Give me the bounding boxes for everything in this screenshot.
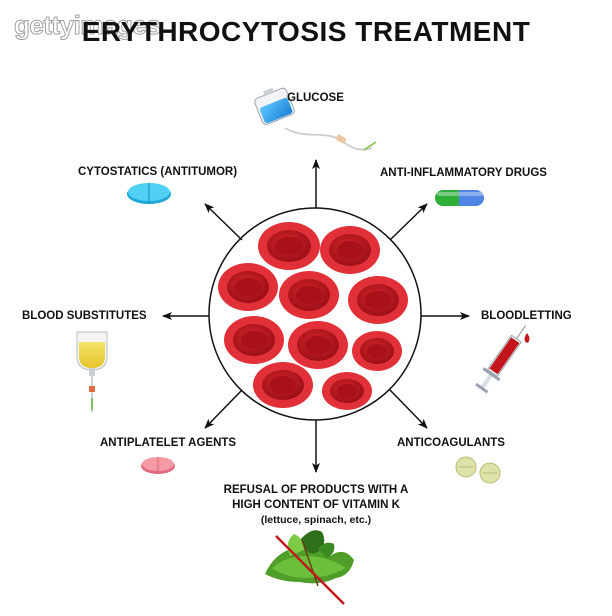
- vitamin-k-line-3: (lettuce, spinach, etc.): [260, 514, 372, 526]
- vitamin-k-line-2: HIGH CONTENT OF VITAMIN K: [232, 499, 400, 511]
- vitamin-k-line-1: REFUSAL OF PRODUCTS WITH A: [223, 484, 409, 496]
- label-cytostatics: CYTOSTATICS (ANTITUMOR): [78, 166, 238, 178]
- arrow-anticoagulants: [389, 389, 428, 429]
- red-blood-cell: [224, 316, 284, 364]
- red-blood-cell: [253, 362, 313, 408]
- iv-drip-chamber: [335, 134, 347, 144]
- label-antiplatelet: ANTIPLATELET AGENTS: [100, 437, 237, 449]
- infusion-bag-icon: [76, 331, 108, 412]
- round-pills-icon: [455, 456, 501, 484]
- red-blood-cell: [322, 372, 372, 410]
- blood-drop: [524, 333, 530, 343]
- red-blood-cell: [218, 263, 278, 311]
- arrow-anti-inflammatory: [389, 203, 428, 241]
- label-blood-substitutes: BLOOD SUBSTITUTES: [22, 310, 147, 322]
- cross-line: [275, 535, 345, 605]
- iv-tube: [284, 127, 373, 151]
- red-blood-cell: [352, 331, 402, 371]
- vitamin-k-note: REFUSAL OF PRODUCTS WITH A HIGH CONTENT …: [196, 483, 436, 528]
- arrow-antiplatelet: [204, 389, 243, 429]
- red-blood-cell: [258, 222, 320, 270]
- label-bloodletting: BLOODLETTING: [481, 310, 572, 322]
- label-glucose: GLUCOSE: [287, 92, 344, 104]
- red-blood-cell: [288, 321, 348, 369]
- green-blue-capsule-icon: [435, 190, 484, 206]
- syringe-icon: [475, 325, 527, 394]
- red-blood-cell: [348, 276, 408, 324]
- red-blood-cells-icon: [218, 222, 408, 410]
- red-blood-cell: [320, 226, 380, 274]
- watermark-logo: gettyimages: [13, 10, 161, 41]
- crossed-out-greens-icon: [265, 530, 354, 605]
- arrow-cytostatics: [204, 203, 243, 241]
- label-anti-inflammatory: ANTI-INFLAMMATORY DRUGS: [380, 167, 547, 179]
- blue-tablet-icon: [127, 183, 171, 204]
- iv-drip-bag-icon: [254, 87, 295, 125]
- arrows: [162, 159, 470, 473]
- red-blood-cell: [279, 271, 339, 319]
- label-anticoagulants: ANTICOAGULANTS: [397, 437, 505, 449]
- pink-tablet-icon: [141, 457, 175, 474]
- page-title: ERYTHROCYTOSIS TREATMENT: [81, 16, 531, 47]
